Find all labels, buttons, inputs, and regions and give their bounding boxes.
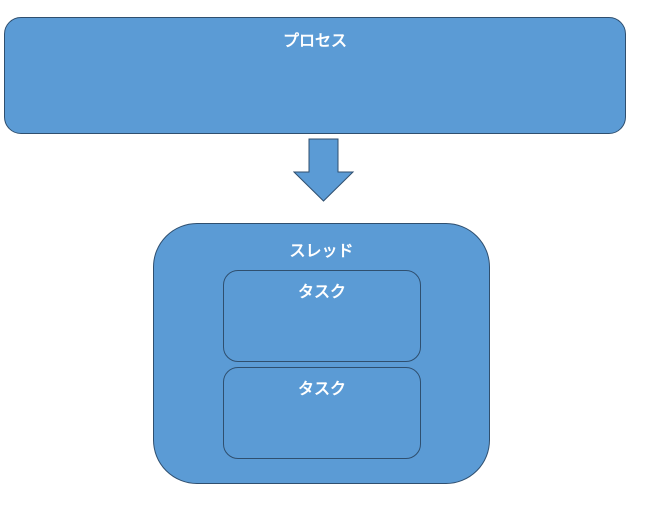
task-label: タスク bbox=[297, 379, 346, 398]
task-label: タスク bbox=[297, 282, 346, 301]
process-box: プロセス bbox=[4, 17, 626, 134]
thread-label: スレッド bbox=[289, 241, 354, 260]
task-box: タスク bbox=[223, 270, 421, 362]
process-label: プロセス bbox=[282, 31, 347, 50]
down-arrow-icon bbox=[293, 138, 355, 202]
thread-box: スレッド タスク タスク bbox=[153, 223, 490, 484]
task-box: タスク bbox=[223, 367, 421, 459]
